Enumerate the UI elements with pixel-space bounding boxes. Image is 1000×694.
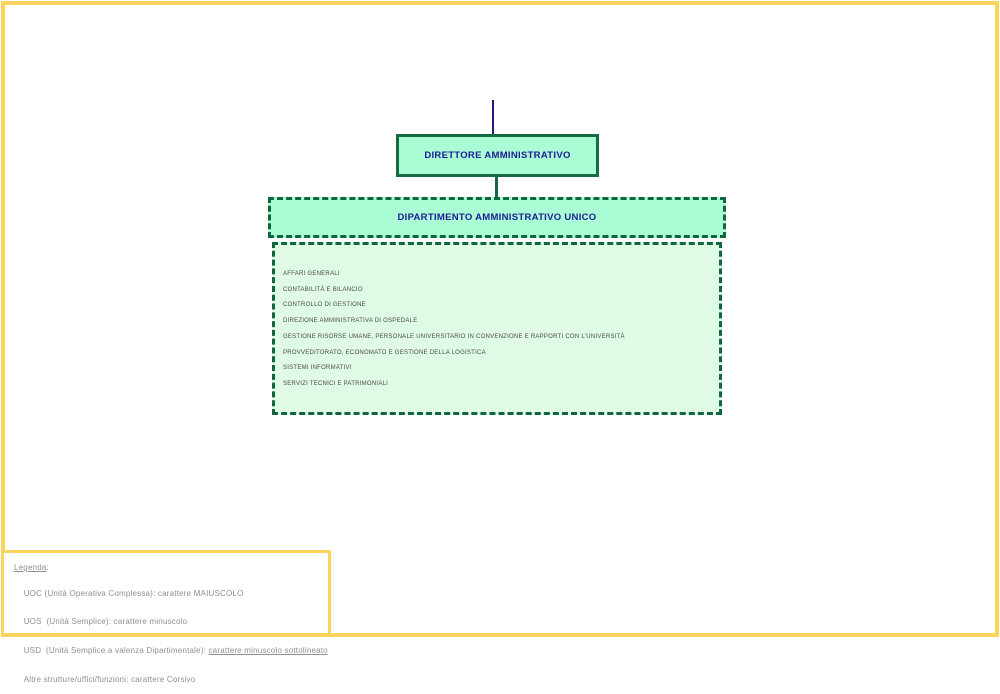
unit-item: SISTEMI INFORMATIVI [283, 365, 352, 372]
department-header-box: DIPARTIMENTO AMMINISTRATIVO UNICO [268, 197, 726, 238]
director-box: DIRETTORE AMMINISTRATIVO [396, 134, 599, 177]
legend-line-uoc-text: UOC (Unità Operativa Complessa): caratte… [23, 588, 244, 598]
page-frame [1, 1, 999, 637]
top-connector-line [492, 100, 494, 134]
legend-box: Legenda: UOC (Unità Operativa Complessa)… [1, 550, 331, 684]
legend-line-usd-underlined: carattere minuscolo sottolineato [208, 646, 328, 656]
unit-item: AFFARI GENERALI [283, 271, 340, 277]
legend-line-altre: Altre strutture/uffici/funzioni: caratte… [14, 665, 328, 694]
unit-item: GESTIONE RISORSE UMANE, PERSONALE UNIVER… [283, 333, 625, 340]
legend-line-altre-text: Altre strutture/uffici/funzioni: caratte… [23, 674, 196, 684]
unit-item: SERVIZI TECNICI E PATRIMONIALI [283, 380, 389, 387]
legend-line-usd: USD (Unità Semplice a valenza Dipartimen… [14, 637, 328, 666]
legend-line-uoc: UOC (Unità Operativa Complessa): caratte… [14, 579, 328, 608]
units-panel: AFFARI GENERALI CONTABILITÀ E BILANCIO C… [272, 242, 722, 415]
unit-item: CONTABILITÀ E BILANCIO [283, 286, 363, 293]
legend-title-colon: : [46, 563, 49, 572]
legend-line-uos: UOS (Unità Semplice): carattere minuscol… [14, 608, 328, 637]
unit-item: PROVVEDITORATO, ECONOMATO E GESTIONE DEL… [283, 349, 486, 356]
director-label: DIRETTORE AMMINISTRATIVO [424, 150, 571, 161]
legend-title-text: Legenda [14, 563, 47, 572]
department-connector-line [495, 177, 498, 197]
legend-title: Legenda: [14, 563, 328, 572]
department-label: DIPARTIMENTO AMMINISTRATIVO UNICO [397, 212, 597, 223]
units-list: AFFARI GENERALI CONTABILITÀ E BILANCIO C… [275, 245, 719, 393]
unit-item: DIREZIONE AMMINISTRATIVA DI OSPEDALE [283, 318, 418, 325]
legend-line-usd-text: USD (Unità Semplice a valenza Dipartimen… [23, 646, 209, 656]
legend-line-uos-text: UOS (Unità Semplice): carattere minuscol… [23, 617, 188, 627]
unit-item: CONTROLLO DI GESTIONE [283, 302, 366, 309]
